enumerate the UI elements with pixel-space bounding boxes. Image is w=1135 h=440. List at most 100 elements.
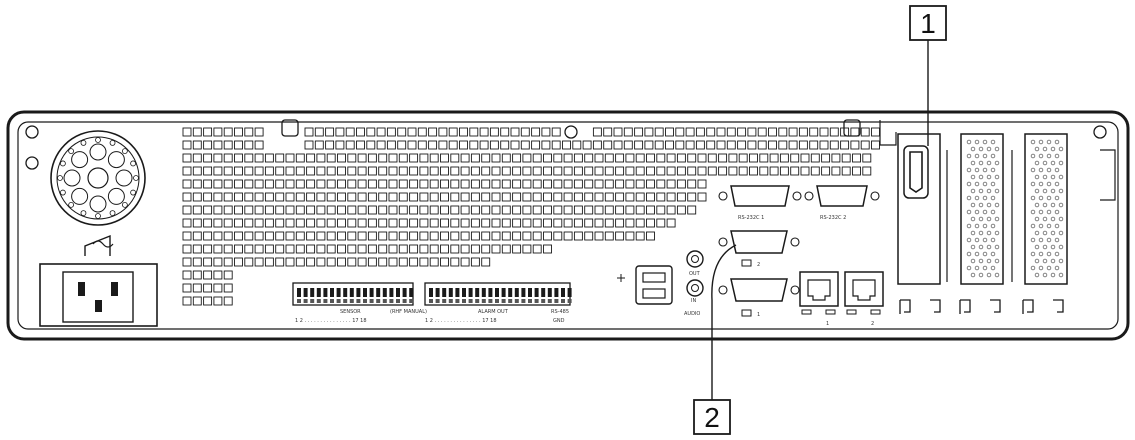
vent-slot	[603, 127, 613, 137]
fan-vent-hole	[80, 139, 87, 146]
chassis-right-notch	[1100, 149, 1116, 201]
vent-slot	[479, 140, 489, 150]
vent-slot	[326, 153, 336, 163]
vent-slot	[481, 218, 491, 228]
vent-slot	[860, 140, 870, 150]
vent-slot	[450, 257, 460, 267]
slot-perforation	[994, 160, 1000, 166]
vent-slot	[398, 166, 408, 176]
vent-slot	[264, 218, 274, 228]
slot-perforation	[1046, 153, 1052, 159]
screw-left-mid	[25, 156, 39, 170]
vent-slot	[376, 140, 386, 150]
vent-slot	[829, 127, 839, 137]
vent-slot	[481, 244, 491, 254]
vent-slot	[520, 127, 530, 137]
vent-slot	[501, 244, 511, 254]
vent-slot	[522, 179, 532, 189]
top-tab-left	[281, 119, 299, 137]
vent-slot	[316, 231, 326, 241]
slot-perforation	[966, 209, 972, 215]
terminal-pin-base	[402, 299, 407, 303]
vent-slot	[285, 231, 295, 241]
vent-slot	[666, 205, 676, 215]
vent-slot	[347, 192, 357, 202]
vent-slot	[594, 218, 604, 228]
fan-vent-hole	[57, 175, 63, 181]
vent-slot	[357, 192, 367, 202]
vent-slot	[635, 179, 645, 189]
slot-perforation	[1034, 244, 1040, 250]
vent-slot	[841, 153, 851, 163]
vent-slot	[553, 231, 563, 241]
vent-slot	[718, 153, 728, 163]
vent-slot	[450, 166, 460, 176]
vent-slot	[522, 192, 532, 202]
vent-slot	[738, 153, 748, 163]
slot-perforation	[990, 181, 996, 187]
fan-vent-hole	[71, 187, 89, 205]
vent-slot	[192, 283, 202, 293]
vent-slot	[378, 231, 388, 241]
vent-slot	[223, 231, 233, 241]
vent-slot	[386, 127, 396, 137]
vent-slot	[182, 205, 192, 215]
vent-slot	[244, 218, 254, 228]
slot-perforation	[974, 223, 980, 229]
terminal-pin	[455, 288, 460, 297]
slot-perforation	[1030, 237, 1036, 243]
slot-perforation	[978, 174, 984, 180]
vent-slot	[459, 127, 468, 137]
vent-slot	[234, 140, 243, 150]
vent-slot	[460, 244, 470, 254]
vent-slot	[326, 166, 336, 176]
vent-slot	[543, 192, 552, 202]
vent-slot	[510, 140, 520, 150]
slot-perforation	[966, 265, 972, 271]
vent-slot	[532, 153, 542, 163]
vent-slot	[417, 127, 427, 137]
vent-slot	[634, 127, 644, 137]
vent-slot	[440, 205, 449, 215]
vent-slot	[615, 153, 625, 163]
vent-slot	[685, 140, 695, 150]
fan-vent-hole	[121, 201, 128, 208]
vent-slot	[244, 127, 254, 137]
vent-slot	[356, 140, 365, 150]
vent-slot	[335, 127, 345, 137]
vent-slot	[450, 231, 460, 241]
vent-slot	[553, 192, 563, 202]
vent-slot	[378, 166, 388, 176]
terminal-pin-base	[501, 299, 506, 303]
fan-vent-hole	[59, 189, 66, 196]
vent-slot	[460, 153, 470, 163]
terminal-pin-base	[561, 299, 565, 303]
vent-slot	[810, 153, 820, 163]
vent-slot	[716, 140, 726, 150]
vent-slot	[378, 192, 388, 202]
vent-slot	[635, 166, 645, 176]
terminal-pin	[541, 288, 546, 297]
vent-slot	[398, 192, 408, 202]
vent-slot	[603, 140, 613, 150]
terminal-pin-base	[409, 299, 414, 303]
vent-slot	[345, 140, 355, 150]
vent-slot	[388, 257, 398, 267]
vent-slot	[223, 296, 233, 306]
vent-slot	[634, 140, 644, 150]
vent-slot	[398, 231, 408, 241]
slot-perforation	[974, 167, 980, 173]
vent-slot	[254, 244, 264, 254]
vent-slot	[275, 179, 285, 189]
vent-slot	[306, 205, 316, 215]
slot-perforation	[978, 146, 984, 152]
vent-slot	[532, 205, 542, 215]
vent-slot	[398, 244, 408, 254]
slot-perforation	[1030, 265, 1036, 271]
vent-slot	[419, 192, 429, 202]
slot-perforation	[994, 146, 1000, 152]
vent-slot	[769, 166, 779, 176]
slot-perforation	[994, 216, 1000, 222]
vent-slot	[223, 218, 233, 228]
slot-perforation	[986, 258, 992, 264]
